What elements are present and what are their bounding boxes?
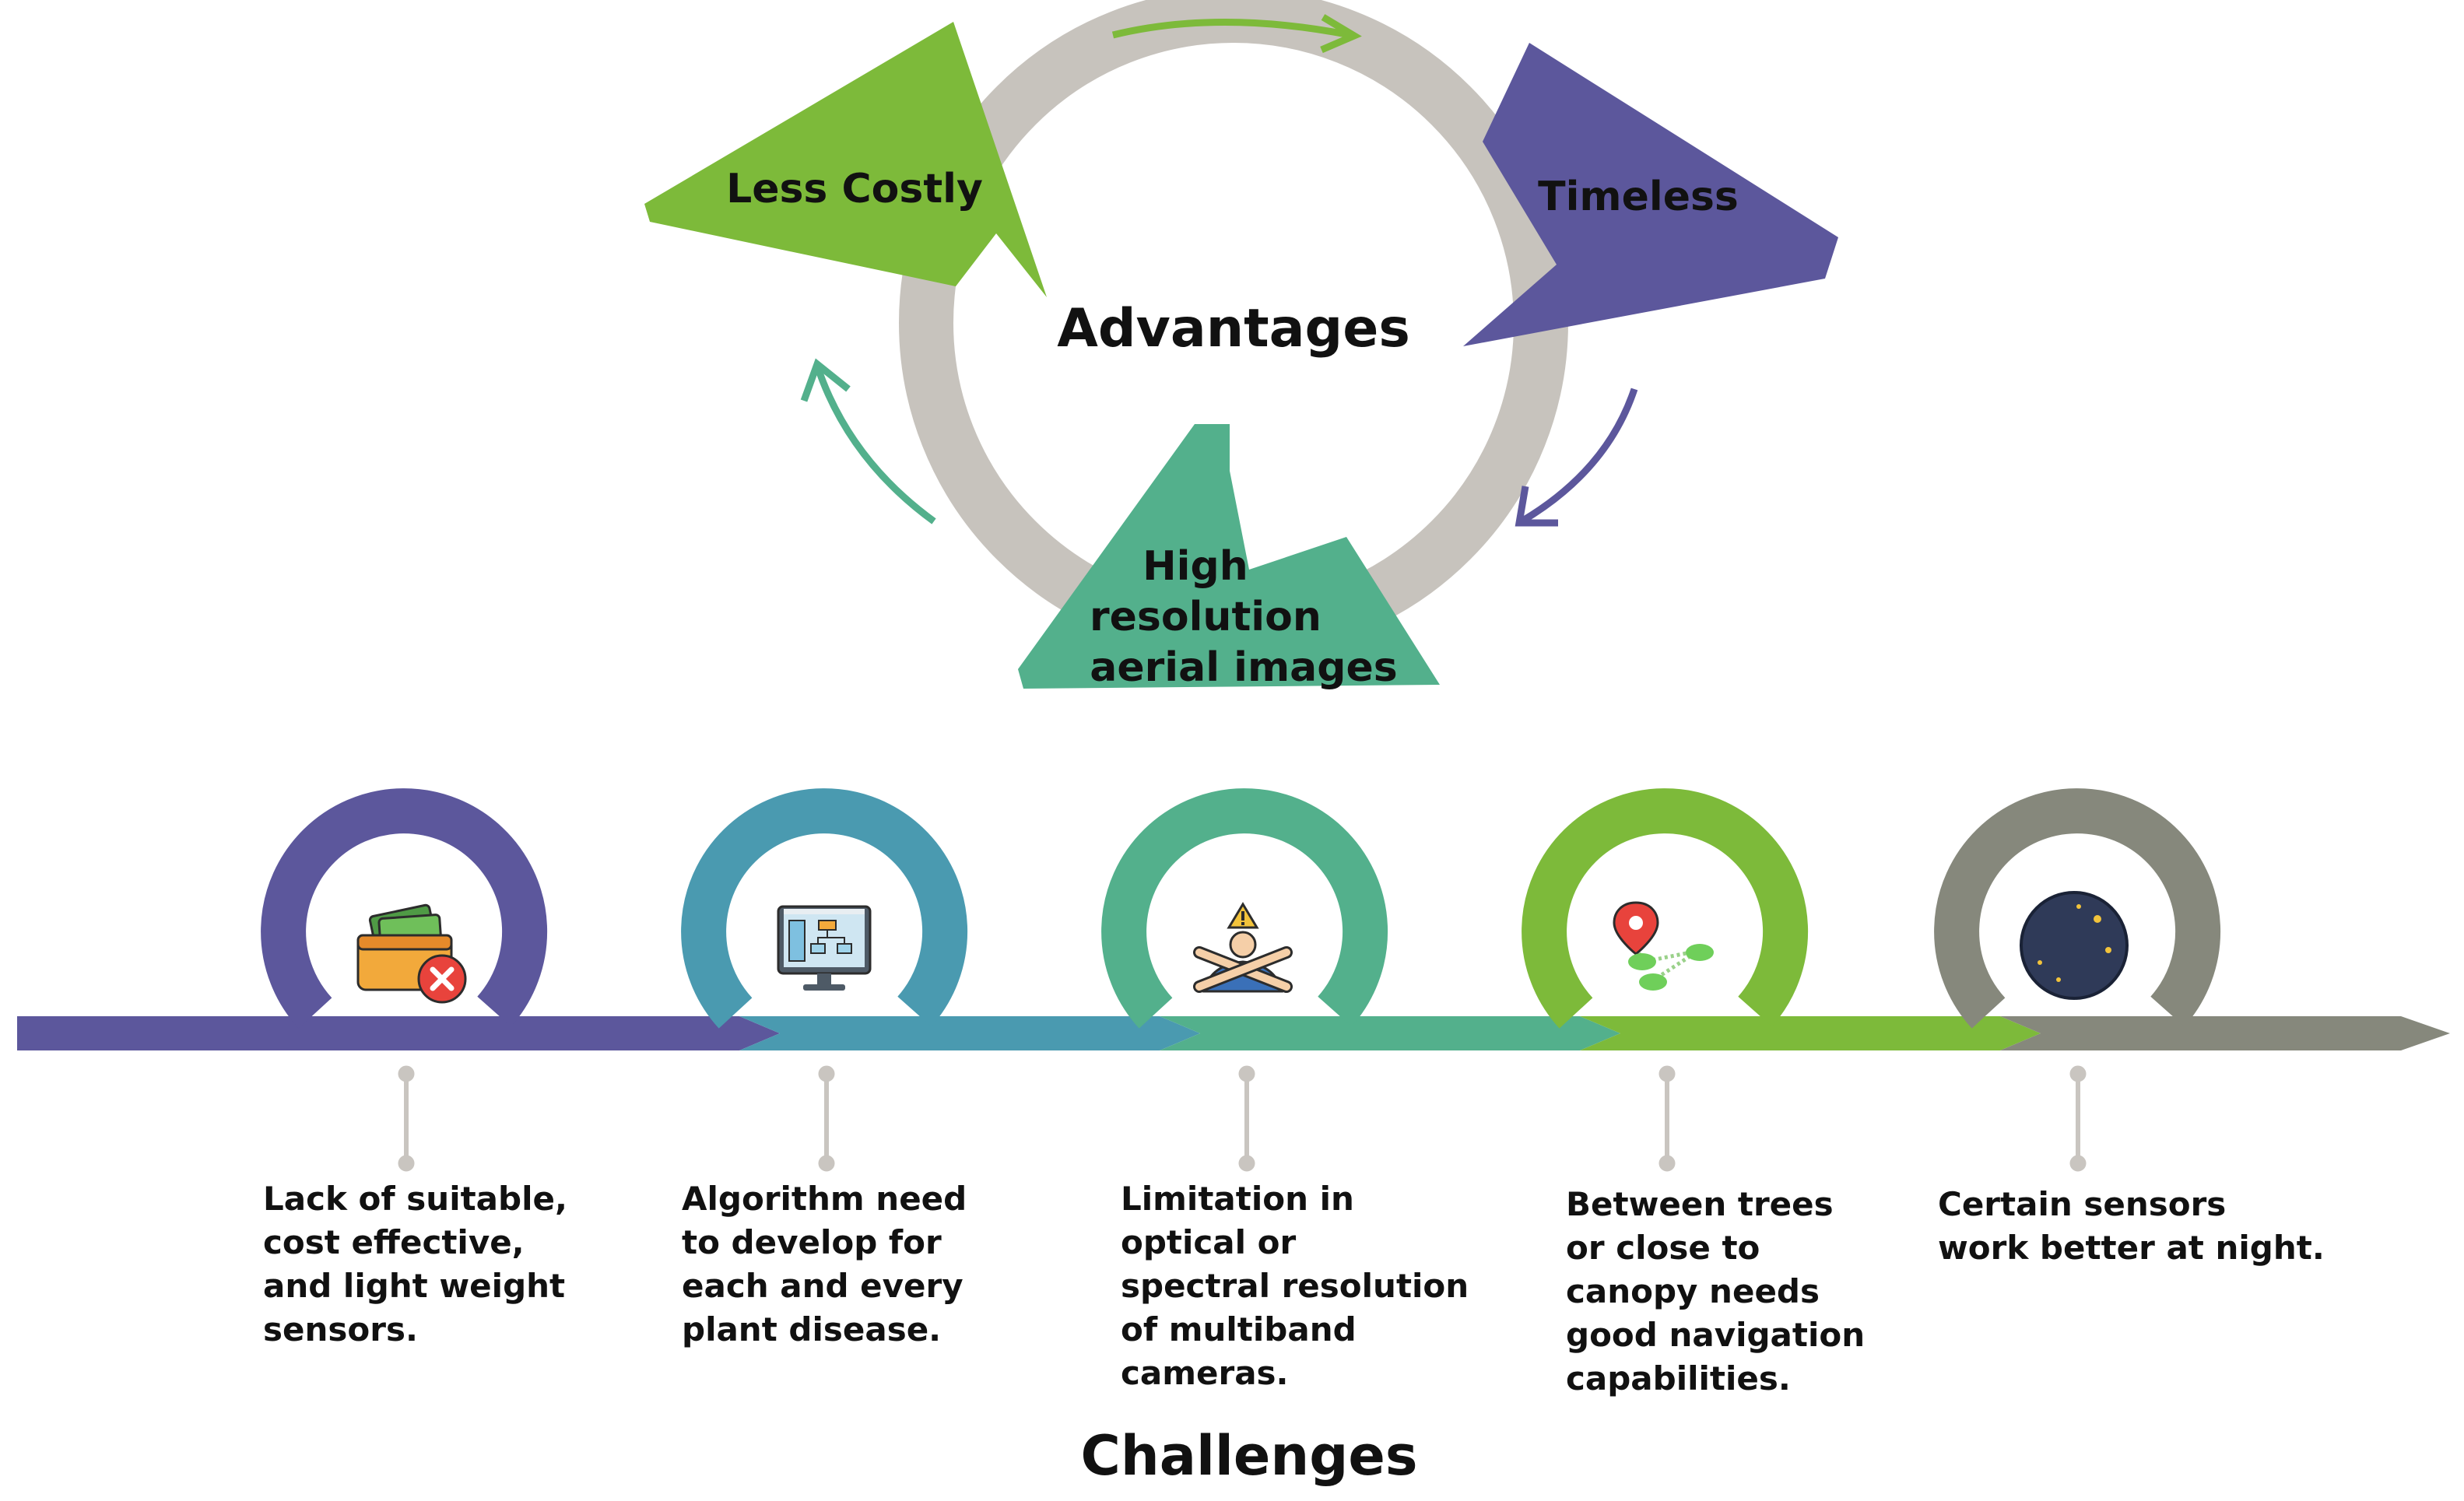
challenge-loop-1 xyxy=(261,788,548,1029)
advantages-title: Advantages xyxy=(1057,298,1410,359)
cycle-arrow-left-head xyxy=(800,358,851,402)
advantage-label-high-resolution: High resolution aerial images xyxy=(1090,543,1398,691)
challenge-text-line: Limitation in xyxy=(1121,1180,1354,1218)
challenge-text-line: canopy needs xyxy=(1566,1272,1820,1310)
timeline-segment-3 xyxy=(1160,1016,1620,1050)
advantage-label-line: High xyxy=(1142,543,1248,590)
advantage-label-line: aerial images xyxy=(1090,644,1397,691)
warning-crossed-arms-icon xyxy=(1193,902,1293,993)
advantage-label-timeless: Timeless xyxy=(1538,174,1739,220)
challenge-text-line: sensors. xyxy=(263,1310,418,1348)
connector-pin-5 xyxy=(2069,1065,2087,1172)
timeline-segment-4 xyxy=(1580,1016,2041,1050)
cycle-arrow-top xyxy=(1111,19,1351,39)
challenge-text-5: Certain sensors work better at night. xyxy=(1938,1185,2325,1267)
challenge-text-line: spectral resolution xyxy=(1121,1267,1469,1305)
advantage-label-less-costly: Less Costly xyxy=(726,166,983,212)
cycle-arrow-right xyxy=(1519,388,1638,524)
connector-pins xyxy=(398,1065,2087,1172)
challenge-text-line: good navigation xyxy=(1566,1316,1865,1354)
advantage-shape-less-costly xyxy=(644,22,1047,297)
challenge-loop-3 xyxy=(1101,788,1388,1029)
challenge-loop-2 xyxy=(681,788,968,1029)
challenge-text-line: Certain sensors xyxy=(1938,1185,2226,1223)
connector-pin-3 xyxy=(1238,1065,1255,1172)
cycle-arrow-left xyxy=(813,364,936,524)
challenge-loop-4 xyxy=(1522,788,1809,1029)
challenge-text-line: Between trees xyxy=(1566,1185,1834,1223)
challenge-loop-5 xyxy=(1934,788,2221,1029)
challenge-text-line: and light weight xyxy=(263,1267,565,1305)
challenge-text-line: cameras. xyxy=(1121,1354,1289,1392)
timeline-segment-2 xyxy=(739,1016,1200,1050)
wallet-cancel-icon xyxy=(356,903,467,1004)
advantage-shape-high-resolution xyxy=(1018,424,1440,689)
computer-algorithm-icon xyxy=(777,905,872,991)
cycle-arrow-right-head xyxy=(1515,486,1558,527)
challenge-text-4: Between trees or close to canopy needs g… xyxy=(1566,1185,1876,1398)
cycle-arrow-top-head xyxy=(1320,14,1362,54)
connector-pin-4 xyxy=(1658,1065,1676,1172)
challenges-title: Challenges xyxy=(1081,1424,1418,1488)
challenge-text-2: Algorithm need to develop for each and e… xyxy=(682,1180,978,1348)
challenge-text-line: to develop for xyxy=(682,1223,942,1261)
challenge-text-line: Lack of suitable, xyxy=(263,1180,567,1218)
challenge-text-line: cost effective, xyxy=(263,1223,525,1261)
connector-pin-1 xyxy=(398,1065,415,1172)
challenge-text-line: work better at night. xyxy=(1938,1229,2325,1267)
advantage-shape-timeless xyxy=(1463,43,1838,346)
timeline-segment-1 xyxy=(17,1016,780,1050)
advantages-cycle: Advantages Less Costly Timeless High res… xyxy=(644,0,1838,691)
challenge-text-3: Limitation in optical or spectral resolu… xyxy=(1121,1180,1480,1392)
challenge-text-line: or close to xyxy=(1566,1229,1760,1267)
challenge-text-1: Lack of suitable, cost effective, and li… xyxy=(263,1180,579,1348)
challenge-text-line: plant disease. xyxy=(682,1310,941,1348)
timeline-segment-5 xyxy=(2000,1016,2450,1050)
challenges-timeline: Lack of suitable, cost effective, and li… xyxy=(17,788,2450,1488)
map-route-icon xyxy=(1613,901,1714,991)
connector-pin-2 xyxy=(818,1065,835,1172)
challenge-text-line: optical or xyxy=(1121,1223,1297,1261)
challenge-text-line: of multiband xyxy=(1121,1310,1357,1348)
challenge-text-line: Algorithm need xyxy=(682,1180,967,1218)
challenge-text-line: each and every xyxy=(682,1267,963,1305)
challenge-text-line: capabilities. xyxy=(1566,1359,1791,1398)
moon-night-icon xyxy=(2020,891,2129,1000)
advantage-label-line: resolution xyxy=(1090,594,1322,640)
